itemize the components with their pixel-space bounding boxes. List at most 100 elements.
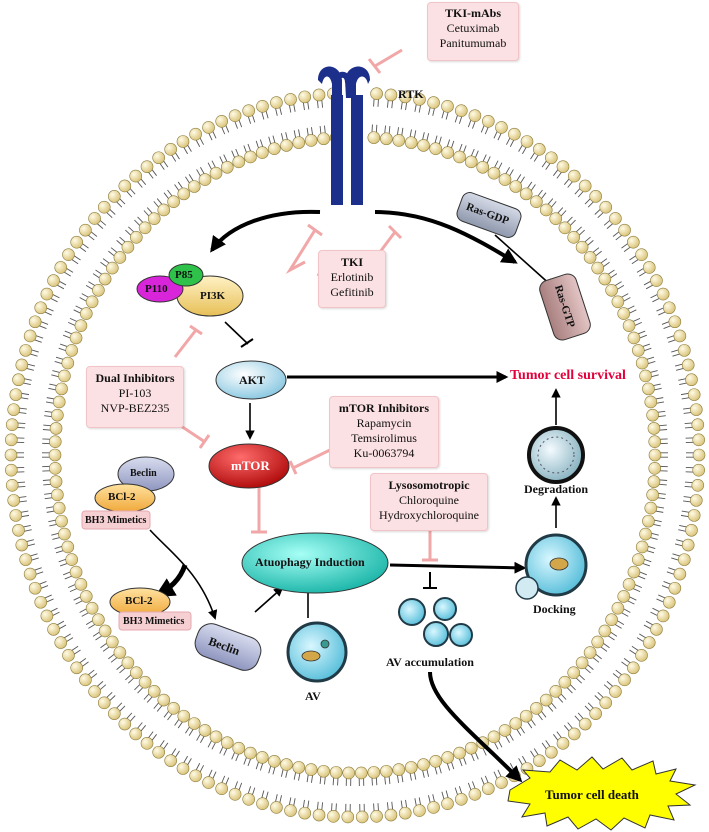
lipid-head <box>575 656 589 670</box>
bcl2-label-2: BCl-2 <box>125 595 153 607</box>
lipid-head <box>392 134 406 147</box>
lipid-head <box>298 806 312 820</box>
lipid-head <box>52 501 66 515</box>
lipid-head <box>692 448 706 462</box>
lipid-head <box>567 169 581 183</box>
av-label: AV <box>305 689 321 703</box>
lipid-head <box>384 88 398 102</box>
lipid-head <box>455 104 468 118</box>
lipid-head <box>189 127 202 141</box>
lipid-head <box>632 553 645 566</box>
lipid-head <box>28 315 42 329</box>
lipid-head <box>23 329 37 343</box>
lipid-head <box>40 609 54 623</box>
lipid-head <box>635 649 648 662</box>
lipid-head <box>284 804 297 817</box>
tumor-death-burst <box>507 756 697 831</box>
lipid-head <box>599 200 613 214</box>
lipid-head <box>482 782 495 796</box>
lipid-head <box>673 567 687 581</box>
lipid-head <box>54 636 68 649</box>
lipid-head <box>121 656 135 670</box>
lipid-head <box>650 623 663 636</box>
dual-inhibitors-drug-1: PI-103 <box>118 386 152 400</box>
tki-mabs-drug-1: Cetuximab <box>446 21 500 35</box>
lipid-head <box>113 646 127 659</box>
degradation-label: Degradation <box>524 482 588 496</box>
rtk-receptor <box>318 66 370 205</box>
lipid-head <box>85 295 99 309</box>
lipid-head <box>495 776 508 789</box>
lipid-head <box>617 590 631 603</box>
lipid-head <box>429 142 442 156</box>
lipid-head <box>5 478 19 492</box>
lipid-head <box>69 565 83 579</box>
lipid-head <box>108 190 121 203</box>
lipid-head <box>646 488 659 502</box>
lipid-head <box>644 501 658 515</box>
lipid-head <box>556 737 570 750</box>
lipid-head <box>611 295 625 309</box>
lipid-head <box>392 763 406 776</box>
lipid-head <box>642 261 656 274</box>
lipid-head <box>549 212 563 225</box>
bcl2-label: BCl-2 <box>108 491 136 503</box>
tki-box: TKI Erlotinib Gefitinib <box>318 250 386 308</box>
pi3k-label: PI3K <box>200 290 226 302</box>
lipid-head <box>198 173 212 186</box>
lipid-head <box>427 96 440 109</box>
lipid-head <box>176 762 190 775</box>
lipid-head <box>689 494 703 507</box>
lipid-head <box>79 673 92 687</box>
lipid-head <box>92 283 105 297</box>
lipid-head <box>530 195 543 209</box>
lipid-head <box>622 319 636 332</box>
lipid-head <box>88 685 101 698</box>
lipid-head <box>487 166 501 180</box>
lipid-head <box>627 235 640 249</box>
lipid-head <box>384 808 398 822</box>
p85-label: P85 <box>175 269 193 281</box>
akt-label: AKT <box>239 373 266 387</box>
lipid-head <box>19 344 32 357</box>
lipid-head <box>508 127 521 141</box>
lipid-head <box>113 251 127 264</box>
rtk-label: RTK <box>398 87 424 101</box>
lipid-head <box>509 180 523 193</box>
lipid-head <box>468 787 482 801</box>
lipid-head <box>681 358 695 372</box>
bcl2-bh3-complex <box>109 587 192 631</box>
lipid-head <box>5 418 19 432</box>
lipid-head <box>215 782 228 796</box>
lipid-head <box>429 754 442 768</box>
lipid-head <box>533 143 546 156</box>
mtor-inhibitors-drug-3: Ku-0063794 <box>353 446 415 460</box>
lipid-head <box>152 151 165 165</box>
lipid-head <box>138 221 152 235</box>
lipid-head <box>498 173 512 186</box>
lipid-head <box>51 488 64 502</box>
lipid-head <box>268 142 281 156</box>
lipid-head <box>635 248 648 261</box>
lipid-head <box>220 736 234 750</box>
lipid-head <box>413 804 426 817</box>
lipid-head <box>495 121 508 134</box>
lipid-head <box>52 395 66 409</box>
lipid-head <box>62 248 75 261</box>
lipid-head <box>177 709 191 723</box>
lipid-head <box>292 136 306 149</box>
lipid-head <box>280 758 293 771</box>
lipid-head <box>70 235 83 249</box>
lipid-head <box>650 274 663 287</box>
lipid-head <box>255 751 269 764</box>
lipid-head <box>270 801 283 814</box>
lipid-head <box>635 356 649 370</box>
lipid-head <box>609 685 622 698</box>
tki-mabs-drug-2: Panitumumab <box>439 36 507 50</box>
lipid-head <box>567 727 581 741</box>
lipid-head <box>61 540 75 554</box>
mtor-inhibitors-drug-2: Temsirolimus <box>351 431 417 445</box>
lipid-head <box>642 636 656 649</box>
mtor-inhibitors-box: mTOR Inhibitors Rapamycin Temsirolimus K… <box>329 396 439 468</box>
